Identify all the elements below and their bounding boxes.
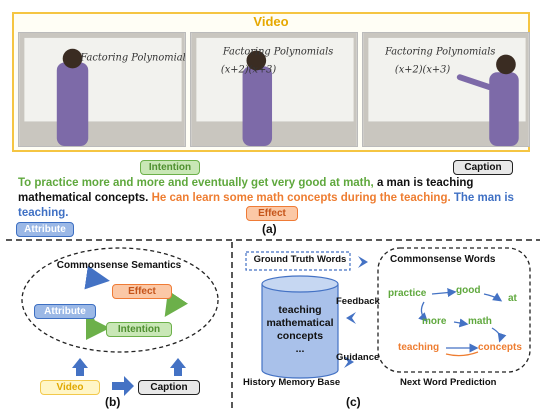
video-frame-1: Factoring Polynomials	[18, 32, 186, 147]
panel-b-effect-node: Effect	[112, 284, 172, 299]
frame-1-board-text: Factoring Polynomials	[79, 53, 185, 64]
word-practice: practice	[388, 288, 427, 299]
panel-b-intention-node: Intention	[106, 322, 172, 337]
word-math: math	[468, 316, 492, 327]
intention-text: To practice more and more and eventually…	[18, 177, 374, 189]
commonsense-words-title: Commonsense Words	[390, 254, 496, 265]
attribute-tag: Attribute	[16, 222, 74, 237]
frame-3-board-equation: (x+2)(x+3)	[395, 64, 450, 75]
panel-b-label: (b)	[105, 395, 121, 409]
frame-1-image: Factoring Polynomials	[19, 33, 185, 146]
panel-b-caption-node: Caption	[138, 380, 200, 395]
frame-3-board-text: Factoring Polynomials	[384, 47, 495, 58]
intention-tag: Intention	[140, 160, 200, 175]
panel-b-attribute-node: Attribute	[34, 304, 96, 319]
word-at: at	[508, 293, 517, 304]
frame-3-image: Factoring Polynomials (x+2)(x+3)	[363, 33, 529, 146]
effect-tag: Effect	[246, 206, 298, 221]
word-more: more	[422, 316, 447, 327]
caption-tag: Caption	[453, 160, 513, 175]
memory-line: teaching	[278, 304, 322, 316]
panel-c-label: (c)	[346, 395, 361, 409]
word-teaching: teaching	[398, 342, 440, 353]
frame-2-image: Factoring Polynomials (x+2)(x+3)	[191, 33, 357, 146]
frame-2-board-text: Factoring Polynomials	[222, 47, 333, 58]
word-concepts: concepts	[478, 342, 522, 353]
video-frame-3: Factoring Polynomials (x+2)(x+3)	[362, 32, 530, 147]
panel-c-diagram	[245, 247, 531, 379]
feedback-label: Feedback	[336, 296, 380, 307]
ground-truth-words-label: Ground Truth Words	[253, 254, 347, 265]
panel-b-video-node: Video	[40, 380, 100, 395]
word-good: good	[456, 285, 481, 296]
panel-a-label: (a)	[262, 222, 277, 236]
commonsense-semantics-title: Commonsense Semantics	[56, 260, 182, 271]
caption-text: a man is teaching mathematical concepts.	[18, 177, 474, 204]
memory-line: concepts	[276, 330, 324, 342]
memory-content: teaching mathematical concepts ...	[262, 304, 338, 356]
caption-sentence: To practice more and more and eventually…	[18, 176, 530, 221]
memory-line: mathematical	[266, 317, 334, 329]
video-frame-2: Factoring Polynomials (x+2)(x+3)	[190, 32, 358, 147]
panel-b-diagram	[21, 247, 219, 396]
next-word-prediction-label: Next Word Prediction	[400, 377, 497, 388]
history-memory-base-label: History Memory Base	[243, 377, 341, 388]
effect-text: He can learn some math concepts during t…	[151, 192, 451, 204]
separators	[6, 239, 540, 408]
memory-line: ...	[295, 343, 305, 355]
attribute-text: The man is teaching.	[18, 192, 514, 219]
frame-2-board-equation: (x+2)(x+3)	[221, 64, 276, 75]
guidance-label: Guidance	[336, 352, 380, 363]
video-title: Video	[253, 14, 289, 29]
